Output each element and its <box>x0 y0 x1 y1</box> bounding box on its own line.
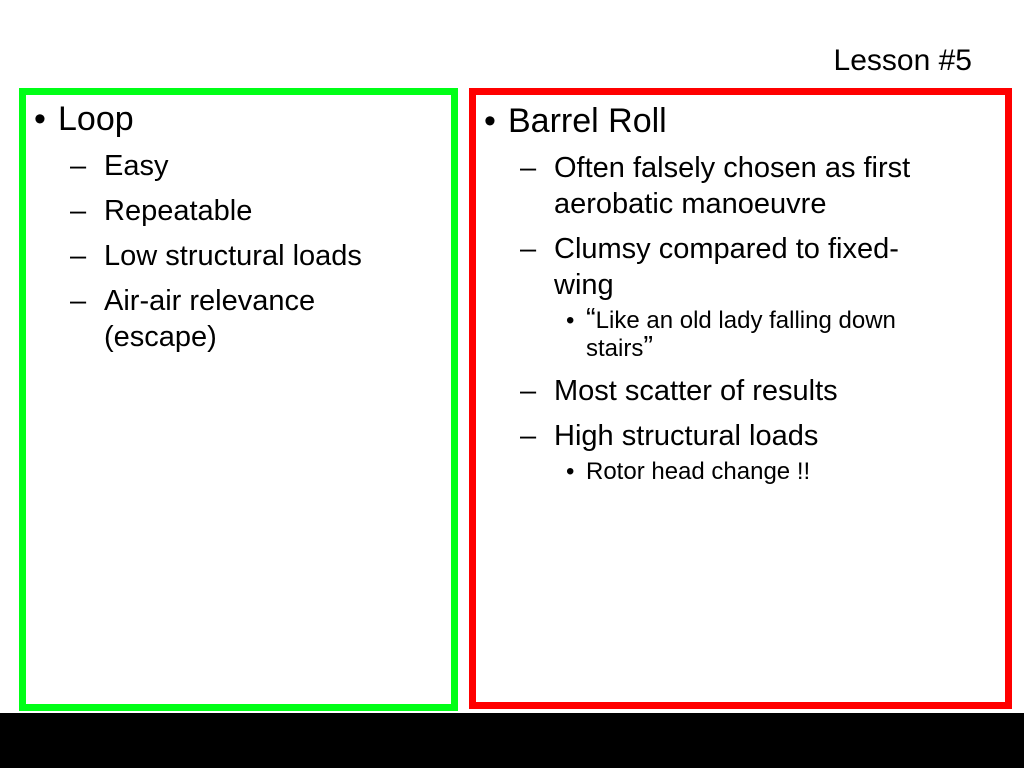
bullet-icon: • <box>566 307 575 334</box>
item-text: Repeatable <box>104 195 253 227</box>
quote-text: Like an old lady falling down <box>595 307 896 334</box>
barrel-roll-bullet: • Barrel Roll <box>476 101 1005 141</box>
item-text: Easy <box>104 150 169 182</box>
item-text: Air-air relevance <box>104 285 316 317</box>
bullet-icon: • <box>484 102 496 140</box>
bullet-icon: • <box>566 458 575 485</box>
close-quote: ” <box>643 331 654 363</box>
dash-icon: – <box>520 375 537 407</box>
bullet-icon: • <box>34 100 46 138</box>
sub-list-item: • Rotor head change !! <box>476 458 1005 486</box>
dash-icon: – <box>70 285 87 317</box>
loop-panel: • Loop – Easy – Repeatable – Low structu… <box>19 88 458 711</box>
dash-icon: – <box>520 233 537 265</box>
dash-icon: – <box>520 420 537 452</box>
list-item: – Most scatter of results <box>476 373 1005 409</box>
quote-text-cont: stairs <box>586 335 644 362</box>
dash-icon: – <box>70 240 87 272</box>
dash-icon: – <box>70 195 87 227</box>
dash-icon: – <box>520 152 537 184</box>
item-text-cont: (escape) <box>104 321 217 353</box>
loop-heading: Loop <box>58 100 134 138</box>
list-item: – Easy <box>26 148 451 184</box>
list-item: – High structural loads <box>476 418 1005 454</box>
item-text: High structural loads <box>554 420 819 452</box>
item-text: Often falsely chosen as first <box>554 152 911 184</box>
item-text-cont: aerobatic manoeuvre <box>554 188 827 220</box>
quote-item: • “Like an old lady falling down stairs” <box>476 305 1005 363</box>
barrel-roll-heading: Barrel Roll <box>508 102 667 140</box>
slide-title: Lesson #5 <box>833 44 972 77</box>
loop-bullet: • Loop <box>26 99 451 139</box>
list-item: – Clumsy compared to fixed- wing <box>476 231 1005 303</box>
list-item: – Repeatable <box>26 193 451 229</box>
sub-item-text: Rotor head change !! <box>586 458 811 485</box>
bottom-black-bar <box>0 713 1024 768</box>
item-text: Most scatter of results <box>554 375 838 407</box>
open-quote: “ <box>586 303 596 335</box>
item-text: Low structural loads <box>104 240 362 272</box>
list-item: – Often falsely chosen as first aerobati… <box>476 150 1005 222</box>
item-text: Clumsy compared to fixed- <box>554 233 899 265</box>
item-text-cont: wing <box>554 269 614 301</box>
dash-icon: – <box>70 150 87 182</box>
list-item: – Air-air relevance (escape) <box>26 283 451 355</box>
barrel-roll-panel: • Barrel Roll – Often falsely chosen as … <box>469 88 1012 709</box>
list-item: – Low structural loads <box>26 238 451 274</box>
